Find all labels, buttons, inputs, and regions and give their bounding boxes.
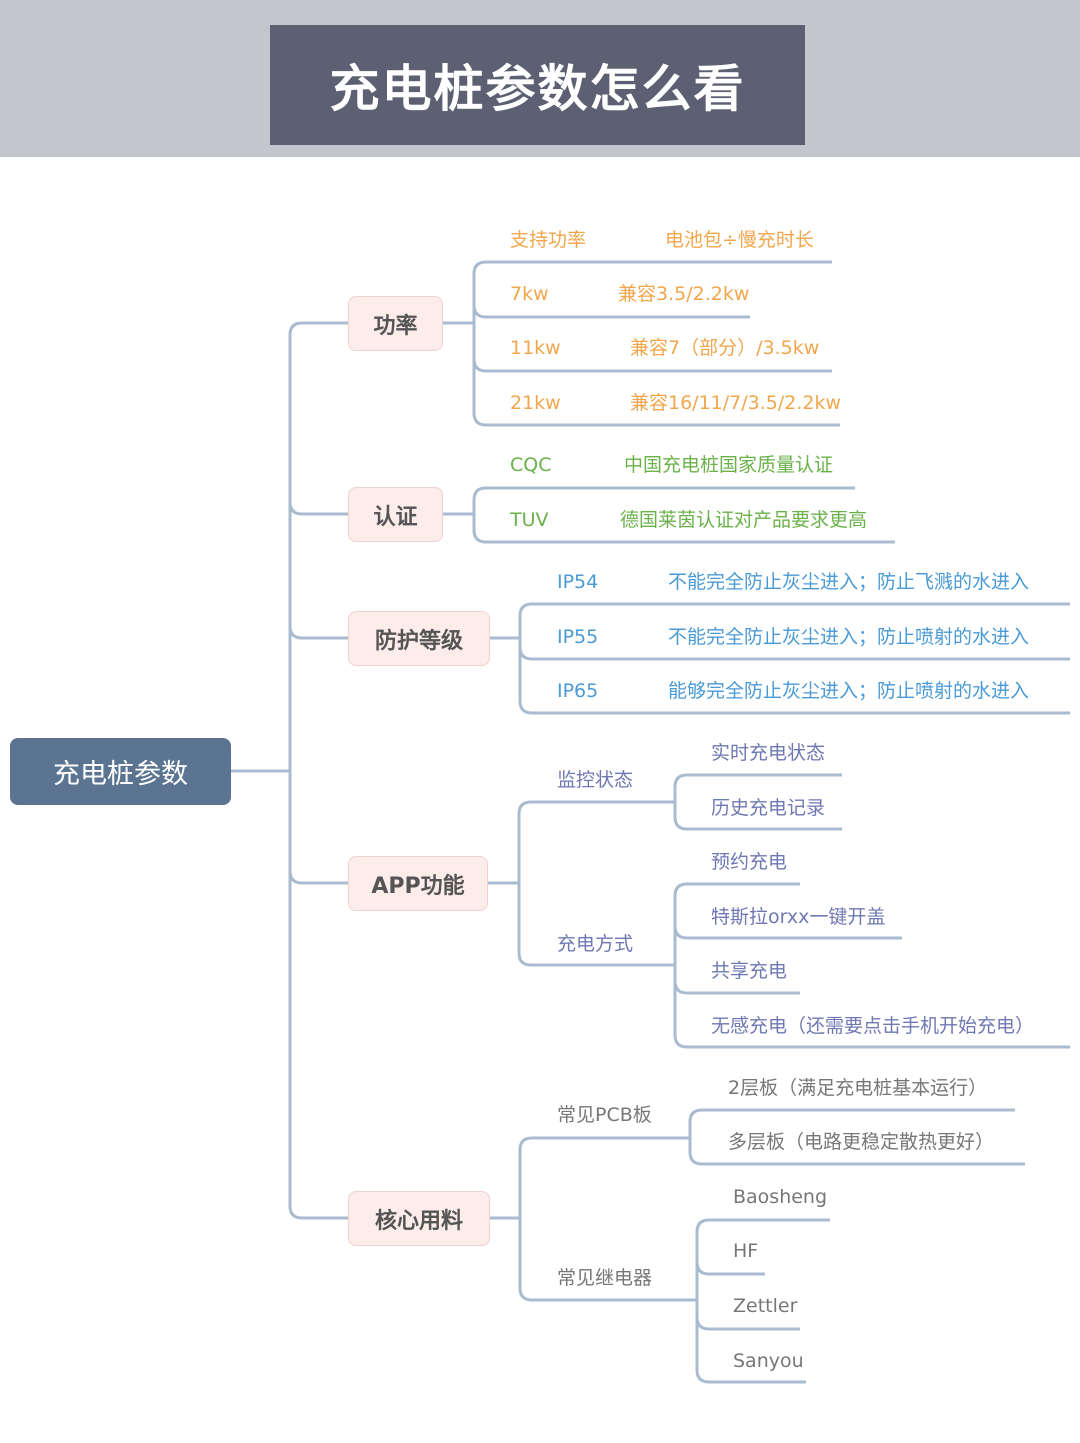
power-value: 兼容16/11/7/3.5/2.2kw: [630, 392, 842, 414]
ip-key: IP65: [557, 680, 599, 702]
connector-line: [673, 882, 800, 897]
connector-line: [472, 304, 750, 319]
connector-line: [695, 1261, 765, 1276]
cert-value: 中国充电桩国家质量认证: [624, 454, 834, 476]
branch-label: 功率: [373, 313, 418, 339]
app-item: 实时充电状态: [711, 742, 826, 764]
connector-line: [472, 358, 832, 373]
power-key: 11kw: [510, 337, 561, 359]
core-group-label: 常见继电器: [557, 1267, 653, 1289]
branch-label: 防护等级: [374, 628, 463, 654]
connector-line: [673, 980, 800, 995]
connector-line: [288, 501, 348, 516]
power-key: 21kw: [510, 392, 561, 414]
core-group-label: 常见PCB板: [557, 1104, 652, 1126]
connector-line: [688, 1108, 1015, 1123]
connector-line: [518, 700, 1070, 715]
connector-line: [518, 1287, 695, 1302]
connector-line: [288, 321, 348, 336]
root-node[interactable]: 充电桩参数: [10, 738, 231, 805]
app-item: 历史充电记录: [711, 797, 826, 819]
connector-line: [288, 870, 348, 885]
connector-line: [288, 1205, 348, 1220]
branch-core[interactable]: 核心用料: [348, 1191, 490, 1246]
cert-value: 德国莱茵认证对产品要求更高: [620, 509, 868, 531]
connector-line: [673, 773, 842, 788]
app-item: 无感充电（还需要点击手机开始充电）: [711, 1015, 1035, 1037]
core-item: Zettler: [733, 1295, 798, 1317]
power-value: 兼容7（部分）/3.5kw: [630, 337, 820, 359]
core-item: 多层板（电路更稳定散热更好）: [728, 1131, 995, 1153]
connector-line: [518, 1136, 690, 1151]
branch-label: 认证: [373, 504, 418, 530]
core-item: 2层板（满足充电桩基本运行）: [728, 1077, 988, 1099]
branch-label: APP功能: [371, 873, 465, 899]
header-banner: 充电桩参数怎么看: [0, 0, 1080, 157]
branch-power[interactable]: 功率: [348, 296, 443, 351]
title-box: 充电桩参数怎么看: [270, 25, 805, 145]
connector-line: [472, 412, 840, 427]
app-group-label: 监控状态: [557, 769, 634, 791]
connector-line: [695, 1218, 830, 1233]
connector-line: [288, 625, 348, 640]
connector-line: [472, 529, 895, 544]
power-key: 7kw: [510, 283, 549, 305]
app-item: 预约充电: [711, 851, 788, 873]
ip-value: 不能完全防止灰尘进入；防止喷射的水进入: [668, 626, 1030, 648]
app-item: 特斯拉orxx一键开盖: [711, 906, 886, 928]
ip-key: IP55: [557, 626, 599, 648]
connector-line: [517, 800, 675, 815]
branch-label: 核心用料: [374, 1208, 463, 1234]
connector-line: [517, 952, 675, 967]
connector-line: [673, 816, 842, 831]
connector-line: [673, 1034, 1070, 1049]
page-title: 充电桩参数怎么看: [329, 60, 746, 118]
connector-line: [673, 925, 902, 940]
ip-value: 能够完全防止灰尘进入；防止喷射的水进入: [668, 680, 1030, 702]
app-group-label: 充电方式: [557, 933, 634, 955]
core-item: Sanyou: [733, 1350, 804, 1372]
cert-key: CQC: [510, 454, 552, 476]
root-label: 充电桩参数: [53, 759, 188, 790]
power-value: 兼容3.5/2.2kw: [618, 283, 750, 305]
connector-line: [472, 260, 832, 275]
connector-line: [518, 646, 1070, 661]
ip-value: 不能完全防止灰尘进入；防止飞溅的水进入: [668, 571, 1030, 593]
power-value: 电池包÷慢充时长: [665, 229, 814, 251]
connector-line: [688, 1151, 1025, 1166]
connector-line: [518, 602, 1070, 617]
core-item: Baosheng: [733, 1186, 828, 1208]
branch-protection[interactable]: 防护等级: [348, 611, 490, 666]
connector-line: [472, 486, 855, 501]
app-item: 共享充电: [711, 960, 788, 982]
connector-line: [695, 1316, 800, 1331]
cert-key: TUV: [510, 509, 549, 531]
branch-cert[interactable]: 认证: [348, 487, 443, 542]
connector-line: [695, 1369, 806, 1384]
power-key: 支持功率: [510, 229, 587, 251]
ip-key: IP54: [557, 571, 599, 593]
core-item: HF: [733, 1240, 759, 1262]
branch-app[interactable]: APP功能: [348, 856, 488, 911]
